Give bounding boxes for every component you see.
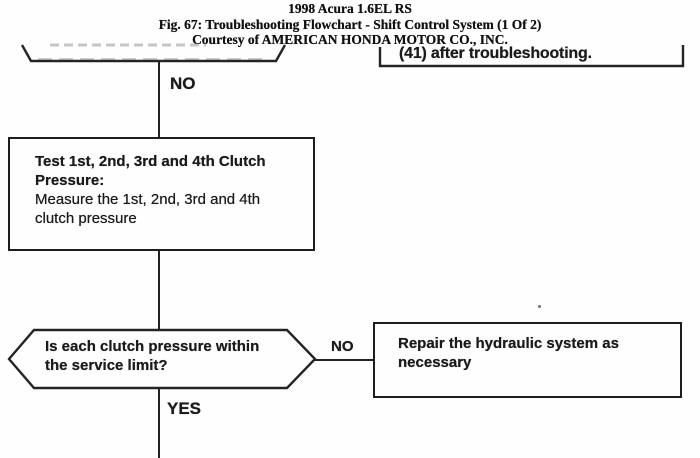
page-title: 1998 Acura 1.6EL RS — [288, 1, 412, 16]
repair-box-line1: Repair the hydraulic system as — [398, 335, 619, 352]
decision-line2: the service limit? — [45, 357, 168, 374]
scan-artifact-dot — [538, 305, 541, 308]
test-box-title-line2: Pressure: — [35, 172, 105, 189]
repair-hydraulic-system-box: Repair the hydraulic system as necessary — [373, 322, 682, 398]
branch-label-yes: YES — [167, 399, 202, 418]
connector-decision-to-repairbox — [314, 359, 374, 361]
repair-box-text: Repair the hydraulic system as necessary — [398, 334, 619, 372]
test-box-text: Test 1st, 2nd, 3rd and 4th Clutch Pressu… — [35, 152, 266, 228]
truncated-note-text: (41) after troubleshooting. — [399, 45, 592, 62]
test-box-body-line1: Measure the 1st, 2nd, 3rd and 4th — [35, 191, 261, 208]
test-clutch-pressure-box: Test 1st, 2nd, 3rd and 4th Clutch Pressu… — [8, 137, 315, 251]
test-box-title-line1: Test 1st, 2nd, 3rd and 4th Clutch — [35, 153, 266, 170]
figure-caption: Fig. 67: Troubleshooting Flowchart - Shi… — [158, 17, 542, 32]
test-box-body-line2: clutch pressure — [35, 210, 137, 227]
decision-text: Is each clutch pressure within the servi… — [45, 337, 259, 375]
decision-line1: Is each clutch pressure within — [45, 338, 260, 355]
truncated-note-box — [378, 45, 685, 68]
connector-testbox-to-decision — [158, 251, 160, 329]
connector-decision-to-bottom — [158, 387, 160, 458]
repair-box-line2: necessary — [398, 354, 472, 371]
truncated-decision-hexagon — [20, 43, 287, 63]
branch-label-no-top: NO — [170, 74, 196, 93]
courtesy-line: Courtesy of AMERICAN HONDA MOTOR CO., IN… — [192, 32, 508, 47]
branch-label-no-right: NO — [331, 338, 354, 355]
connector-top-to-testbox — [158, 61, 160, 138]
